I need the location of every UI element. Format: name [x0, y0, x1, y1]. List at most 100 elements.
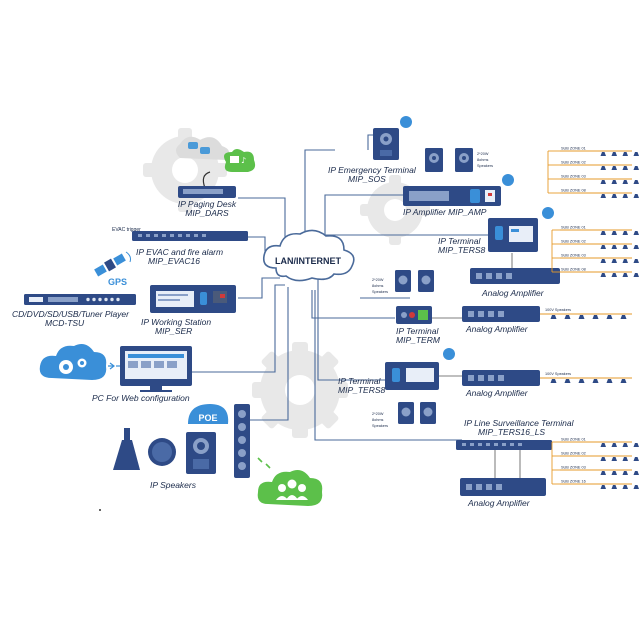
ters16-label: IP Line Surveillance Terminal	[464, 418, 575, 428]
small-speaker-icon	[633, 485, 639, 489]
working-station-model: MIP_SER	[155, 326, 192, 336]
handheld-mic-icon	[200, 292, 207, 305]
paging-desk: ♪ IP Paging Desk MIP_DARS	[176, 136, 256, 218]
sub-zone-row: SUB ZONE 03	[552, 466, 639, 475]
cloud-label: LAN/INTERNET	[275, 256, 341, 266]
paging-desk-label: IP Paging Desk	[178, 199, 237, 209]
gps-satellite: GPS	[94, 251, 131, 287]
speaker-row-100v-a	[540, 313, 632, 319]
small-speaker-icon	[550, 315, 557, 319]
ters8-top-model: MIP_TERS8	[438, 245, 486, 255]
small-speaker-icon	[564, 315, 571, 319]
small-speaker-icon	[600, 457, 606, 461]
tuner-label: CD/DVD/SD/USB/Tuner Player	[12, 309, 130, 319]
tuner-model: MCD-TSU	[45, 318, 85, 328]
small-speaker-icon	[620, 379, 627, 383]
working-station-label: IP Working Station	[141, 317, 211, 327]
small-speaker-icon	[600, 180, 606, 184]
sub-zone-label: SUB ZONE 16	[561, 480, 586, 484]
small-speaker-icon	[600, 194, 606, 198]
small-speaker-icon	[600, 485, 606, 489]
terminal-ters8-top: IP Terminal MIP_TERS8 Analog Amplifier	[438, 207, 560, 298]
sub-zone-row: SUB ZONE 08	[548, 189, 639, 198]
sub-zone-label: SUB ZONE 02	[561, 161, 586, 165]
small-speaker-icon	[633, 471, 639, 475]
sub-zone-row: SUB ZONE 02	[548, 161, 639, 170]
horn-speaker-icon	[113, 440, 140, 470]
small-speaker-icon	[633, 180, 639, 184]
term-spk-note-2: 8ohms	[372, 284, 383, 288]
small-speaker-icon	[622, 194, 628, 198]
evac-label: IP EVAC and fire alarm	[136, 247, 223, 257]
small-speaker-icon	[633, 166, 639, 170]
small-speaker-icon	[564, 379, 571, 383]
small-speaker-icon	[606, 379, 613, 383]
sub-zone-label: SUB ZONE 01	[561, 226, 586, 230]
envelope-icon	[230, 156, 239, 163]
v100-a-label: 100V Speakers	[545, 308, 571, 312]
small-speaker-icon	[633, 245, 639, 249]
sub-zone-label: SUB ZONE 01	[561, 438, 586, 442]
small-speaker-icon	[622, 273, 628, 277]
amp-label: IP Amplifier MIP_AMP	[403, 207, 487, 217]
working-station: IP Working Station MIP_SER	[141, 285, 236, 336]
small-speaker-icon	[622, 231, 628, 235]
tuner-player: CD/DVD/SD/USB/Tuner Player MCD-TSU	[12, 294, 136, 328]
small-speaker-icon	[622, 166, 628, 170]
evac-model: MIP_EVAC16	[148, 256, 200, 266]
small-speaker-icon	[592, 315, 599, 319]
small-speaker-icon	[578, 315, 585, 319]
satellite-icon	[94, 253, 126, 277]
term-spk-note-3: Speakers	[372, 290, 388, 294]
small-speaker-icon	[633, 194, 639, 198]
small-speaker-icon	[633, 152, 639, 156]
lan-internet-cloud: LAN/INTERNET	[262, 229, 355, 282]
analog-amp-3-label: Analog Amplifier	[467, 498, 531, 508]
chat-icon	[188, 142, 198, 149]
sos-spk-note-1: 2*20W	[477, 152, 489, 156]
small-speaker-icon	[606, 315, 613, 319]
sub-zone-label: SUB ZONE 02	[561, 240, 586, 244]
small-speaker-icon	[611, 245, 617, 249]
pc-label: PC For Web configuration	[92, 393, 190, 403]
sub-zone-label: SUB ZONE 03	[561, 254, 586, 258]
small-speaker-icon	[622, 152, 628, 156]
small-speaker-icon	[622, 180, 628, 184]
small-speaker-icon	[600, 273, 606, 277]
chat-icon-2	[200, 147, 210, 154]
small-speaker-icon	[611, 259, 617, 263]
sub-zone-row: SUB ZONE 08	[552, 268, 639, 277]
sub-zone-row: SUB ZONE 03	[552, 254, 639, 263]
speaker-row-100v-b	[540, 377, 632, 383]
ip-speakers: POE IP Speakers	[99, 404, 323, 511]
ip-speakers-label: IP Speakers	[150, 480, 197, 490]
small-speaker-icon	[611, 231, 617, 235]
ters8-spk-note-2: 8ohms	[372, 418, 383, 422]
small-speaker-icon	[600, 443, 606, 447]
people-icon-2	[502, 174, 514, 186]
gps-label: GPS	[108, 277, 127, 287]
ters8-bottom-label: IP Terminal	[338, 376, 381, 386]
v100-b-label: 100V Speakers	[545, 372, 571, 376]
small-speaker-icon	[600, 245, 606, 249]
small-speaker-icon	[611, 166, 617, 170]
small-speaker-icon	[622, 245, 628, 249]
small-speaker-icon	[600, 166, 606, 170]
terminal-ters8-bottom: IP Terminal MIP_TERS8 2*20W 8ohms Speake…	[338, 348, 571, 428]
small-speaker-icon	[592, 379, 599, 383]
small-speaker-icon	[550, 379, 557, 383]
sub-zone-row: SUB ZONE 03	[548, 175, 639, 184]
analog-amp-1-label: Analog Amplifier	[481, 288, 545, 298]
sub-zone-label: SUB ZONE 02	[561, 452, 586, 456]
small-speaker-icon	[611, 443, 617, 447]
small-speaker-icon	[622, 259, 628, 263]
sub-zone-label: SUB ZONE 03	[561, 466, 586, 470]
small-speaker-icon	[622, 457, 628, 461]
evac-device: EVAC trigger IP EVAC and fire alarm MIP_…	[112, 227, 248, 266]
small-speaker-icon	[600, 471, 606, 475]
small-speaker-icon	[600, 231, 606, 235]
term-model: MIP_TERM	[396, 335, 441, 345]
